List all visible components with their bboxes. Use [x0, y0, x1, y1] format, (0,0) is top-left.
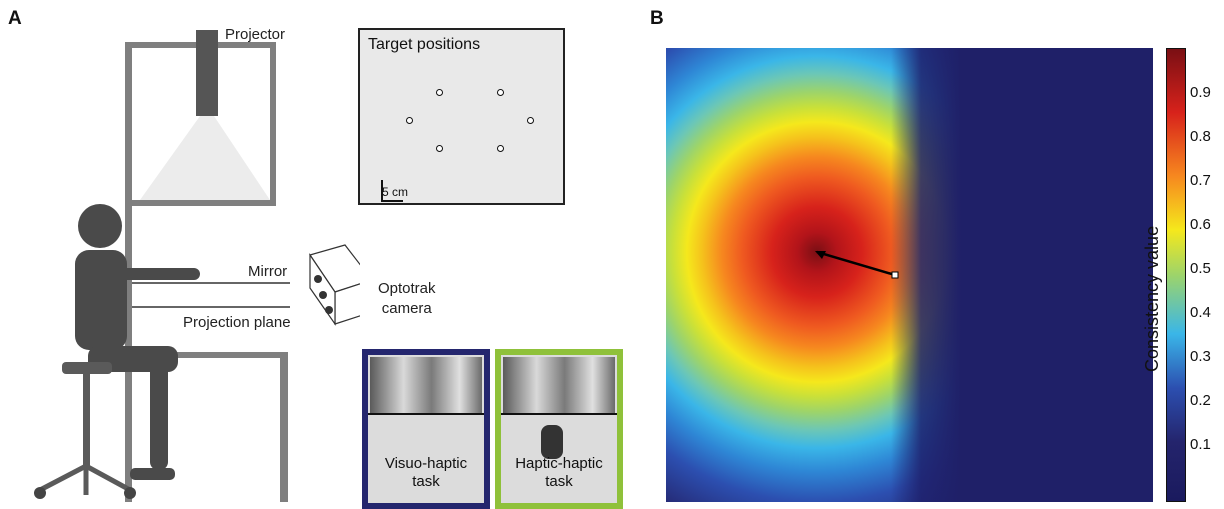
projector-body — [196, 30, 218, 116]
optotrak-label: Optotrak camera — [378, 280, 436, 317]
stool — [34, 362, 136, 499]
frame-table-leg — [280, 352, 288, 502]
target-positions-title: Target positions — [368, 36, 481, 53]
colorbar-tick-label: 0.9 — [1190, 84, 1211, 101]
panel-b-letter: B — [650, 8, 664, 29]
hand-below-plane — [541, 425, 563, 459]
colorbar-tick-label: 0.6 — [1190, 216, 1211, 233]
seated-person — [75, 204, 200, 480]
low-consistency-region — [891, 48, 1153, 502]
frame-right-post — [270, 45, 276, 205]
projector-label: Projector — [225, 26, 286, 43]
consistency-heatmap — [666, 48, 1153, 502]
colorbar-tick-label: 0.1 — [1190, 436, 1211, 453]
colorbar-tick-label: 0.7 — [1190, 172, 1211, 189]
photo-horizon-line — [368, 413, 484, 415]
target-marker — [527, 117, 534, 124]
colorbar-tick-label: 0.2 — [1190, 392, 1211, 409]
photo-horizon-line — [501, 413, 617, 415]
frame-table-top — [138, 352, 288, 358]
projection-plane-label: Projection plane — [183, 314, 291, 331]
target-marker — [497, 89, 504, 96]
colorbar-tick-label: 0.8 — [1190, 128, 1211, 145]
target-marker — [406, 117, 413, 124]
start-point-marker — [891, 271, 899, 279]
colorbar-tick-label: 0.5 — [1190, 260, 1211, 277]
error-vector-overlay — [815, 250, 899, 279]
error-arrow-line — [816, 250, 896, 277]
scale-bar-vertical — [381, 180, 383, 202]
colorbar-tick-label: 0.4 — [1190, 304, 1211, 321]
scale-bar-label: 5 cm — [382, 185, 409, 199]
visuo-haptic-task-label: Visuo-haptic task — [384, 455, 468, 490]
error-arrow-head — [815, 251, 826, 259]
mirror-label: Mirror — [248, 263, 288, 280]
visuo-haptic-photo — [370, 357, 482, 413]
haptic-haptic-task-label: Haptic-haptic task — [515, 455, 603, 490]
target-marker — [436, 145, 443, 152]
target-positions-box: Target positions 5 cm — [358, 28, 565, 205]
projection-beam — [140, 116, 270, 200]
colorbar — [1166, 48, 1186, 502]
target-marker — [497, 145, 504, 152]
panel-a-letter: A — [8, 8, 22, 29]
colorbar-label: Consistency value — [1142, 225, 1162, 372]
visuo-haptic-task-box: Visuo-haptic task — [362, 349, 490, 509]
haptic-haptic-task-box: Haptic-haptic task — [495, 349, 623, 509]
haptic-haptic-photo — [503, 357, 615, 413]
colorbar-tick-label: 0.3 — [1190, 348, 1211, 365]
apparatus-illustration — [34, 30, 360, 502]
scale-bar-horizontal — [381, 200, 403, 202]
target-marker — [436, 89, 443, 96]
optotrak-camera — [309, 244, 360, 326]
frame-mid-bar — [132, 200, 276, 206]
